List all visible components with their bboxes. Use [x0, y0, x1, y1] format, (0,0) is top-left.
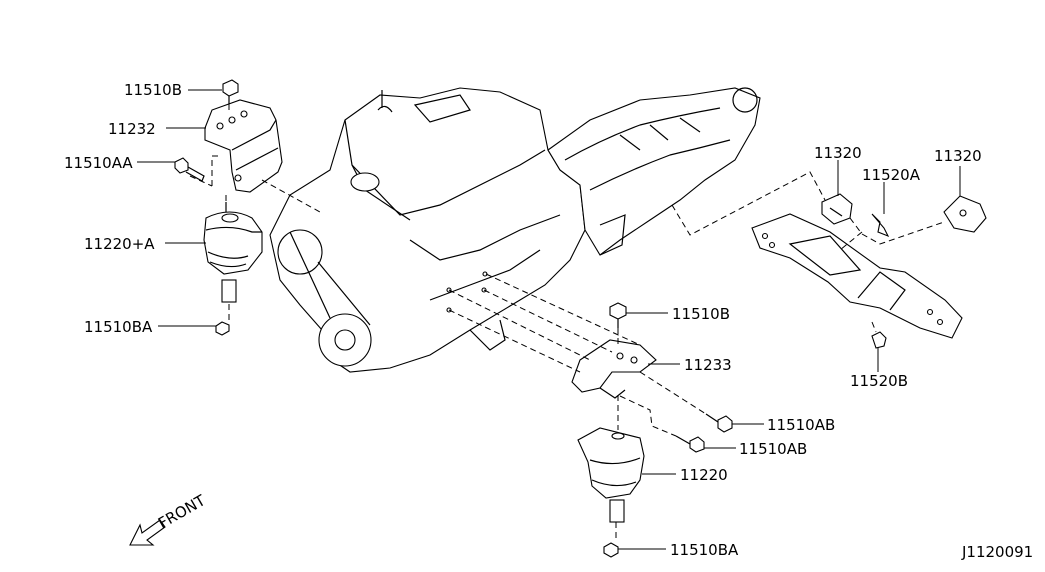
callout-11510BA-left: 11510BA	[84, 318, 153, 336]
bolt-11510AB-upper	[705, 413, 733, 433]
engine-assembly	[269, 87, 761, 373]
right-mount-insulator-11220	[577, 427, 645, 523]
rear-insulator-11320-right	[943, 195, 987, 233]
rear-crossmember	[751, 213, 963, 339]
nut-11510BA-left	[215, 321, 230, 336]
callout-11320-right: 11320	[934, 147, 982, 165]
front-arrow-icon	[129, 519, 166, 546]
right-mount-bracket-11233	[571, 339, 657, 399]
left-mount-insulator-11220A	[203, 202, 263, 303]
alignment-lines	[189, 104, 945, 540]
nut-11510BA-bottom	[603, 542, 619, 558]
callout-labels: 11510B 11232 11510AA 11220+A 11510BA 115…	[64, 81, 1033, 561]
callout-11233: 11233	[684, 356, 732, 374]
callout-11220: 11220	[680, 466, 728, 484]
bolt-11510B-mid	[609, 302, 627, 328]
callout-11320-left: 11320	[814, 144, 862, 162]
rear-insulator-11320-left	[821, 193, 853, 225]
callout-11220A: 11220+A	[84, 235, 155, 253]
diagram-code: J1120091	[961, 543, 1033, 561]
bolt-11520A	[871, 213, 890, 238]
callout-11510B-mid: 11510B	[672, 305, 730, 323]
left-upper-bracket-11232	[204, 99, 283, 193]
callout-11232: 11232	[108, 120, 156, 138]
callout-11510AA: 11510AA	[64, 154, 133, 172]
callout-11510B-top: 11510B	[124, 81, 182, 99]
bolt-11510AA	[174, 157, 205, 182]
leader-lines	[137, 89, 961, 550]
callout-11520B: 11520B	[850, 372, 908, 390]
bolt-11510AB-lower	[675, 435, 705, 453]
callout-11510BA-bottom: 11510BA	[670, 541, 739, 559]
bolt-11520B	[871, 331, 887, 349]
front-label: FRONT	[155, 491, 209, 533]
callout-11520A: 11520A	[862, 166, 921, 184]
callout-11510AB-1: 11510AB	[767, 416, 835, 434]
bolt-11510B-top	[222, 79, 239, 104]
callout-11510AB-2: 11510AB	[739, 440, 807, 458]
